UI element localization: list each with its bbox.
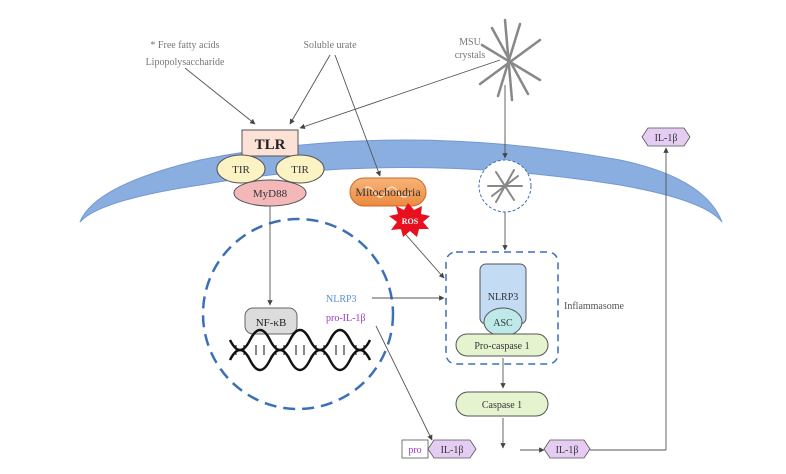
il1b-secreted-label: IL-1β (655, 133, 678, 144)
caspase-label: Caspase 1 (482, 400, 522, 411)
asc-label: ASC (493, 318, 513, 329)
lps-label: Lipopolysaccharide (146, 57, 225, 68)
il1b-bottom-right (543, 439, 591, 459)
dna-helix-icon (228, 328, 372, 372)
connector-lines (184, 54, 669, 453)
tir-left (216, 154, 266, 184)
tir-left-label: TIR (232, 164, 250, 176)
arrow-urate-to-mito (334, 54, 381, 177)
nfkb-label: NF-κB (256, 317, 287, 329)
nucleus-boundary (201, 217, 395, 411)
ros-burst (389, 203, 430, 237)
myd88-label: MyD88 (253, 188, 288, 200)
ros-label: ROS (402, 217, 419, 226)
mitochondria-label: Mitochondria (355, 185, 421, 199)
tir-right (275, 154, 325, 184)
urate-label: Soluble urate (303, 40, 357, 51)
tlr-box (241, 129, 299, 157)
myd88 (233, 179, 307, 207)
arrow-msu-to-tlr (299, 59, 501, 129)
arrow-urate-to-tlr (289, 54, 331, 125)
pro-prefix-label: pro (408, 445, 421, 456)
inflammasome-label: Inflammasome (564, 301, 625, 312)
tlr-label: TLR (255, 137, 286, 153)
il1b-bottom-left (427, 439, 477, 459)
arrow-proil1b-down (375, 325, 433, 441)
arrow-ros-to-inflammasome (399, 227, 445, 279)
msu-label-line2: crystals (455, 50, 486, 61)
procaspase-label: Pro-caspase 1 (474, 341, 529, 352)
msu-crystal-icon (478, 18, 542, 102)
procaspase-1 (455, 333, 549, 357)
msu-label-line1: MSU (459, 37, 481, 48)
mitochondria (349, 177, 427, 207)
pro-il1b-gene-label: pro-IL-1β (326, 313, 366, 324)
internalized-crystal-icon (487, 169, 523, 203)
il1b-secreted (641, 127, 691, 147)
dna-rungs (235, 345, 365, 355)
il1b-bottom-left-label: IL-1β (441, 445, 464, 456)
nlrp3-gene-label: NLRP3 (326, 294, 357, 305)
tir-right-label: TIR (291, 164, 309, 176)
nlrp3-protein-label: NLRP3 (488, 292, 519, 303)
il1b-bottom-right-label: IL-1β (556, 445, 579, 456)
ffa-label: * Free fatty acids (150, 40, 219, 51)
nfkb-box (244, 307, 298, 335)
arrow-ffa-to-tlr (184, 67, 256, 125)
caspase-1 (455, 391, 549, 417)
